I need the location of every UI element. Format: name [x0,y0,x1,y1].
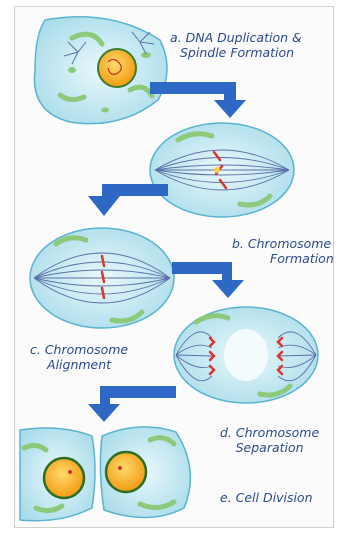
label-cell-division: e. Cell Division [220,490,313,505]
label-a-line2: Spindle Formation [170,45,302,60]
cell-c-metaphase [30,228,174,328]
arrow-a-to-b [150,82,246,118]
label-a-line1: a. DNA Duplication & [170,30,302,45]
label-chromosome-formation: b. Chromosome Formation [232,236,334,266]
arrow-b-to-c [88,184,168,216]
arrow-d-to-e [88,386,176,422]
cell-d-anaphase [174,307,318,403]
label-b-line2: Formation [232,251,334,266]
label-c-line2: Alignment [30,357,128,372]
label-dna-duplication: a. DNA Duplication & Spindle Formation [170,30,302,60]
label-chromosome-alignment: c. Chromosome Alignment [30,342,128,372]
cell-b-prometaphase [150,123,294,217]
label-d-line1: d. Chromosome [220,425,319,440]
arrow-c-to-d [172,262,244,298]
cell-e-cytokinesis [20,427,190,521]
label-chromosome-separation: d. Chromosome Separation [220,425,319,455]
label-d-line2: Separation [220,440,319,455]
cell-a-prophase [34,17,167,124]
label-c-line1: c. Chromosome [30,342,128,357]
label-b-line1: b. Chromosome [232,236,334,251]
label-e-line1: e. Cell Division [220,490,313,505]
